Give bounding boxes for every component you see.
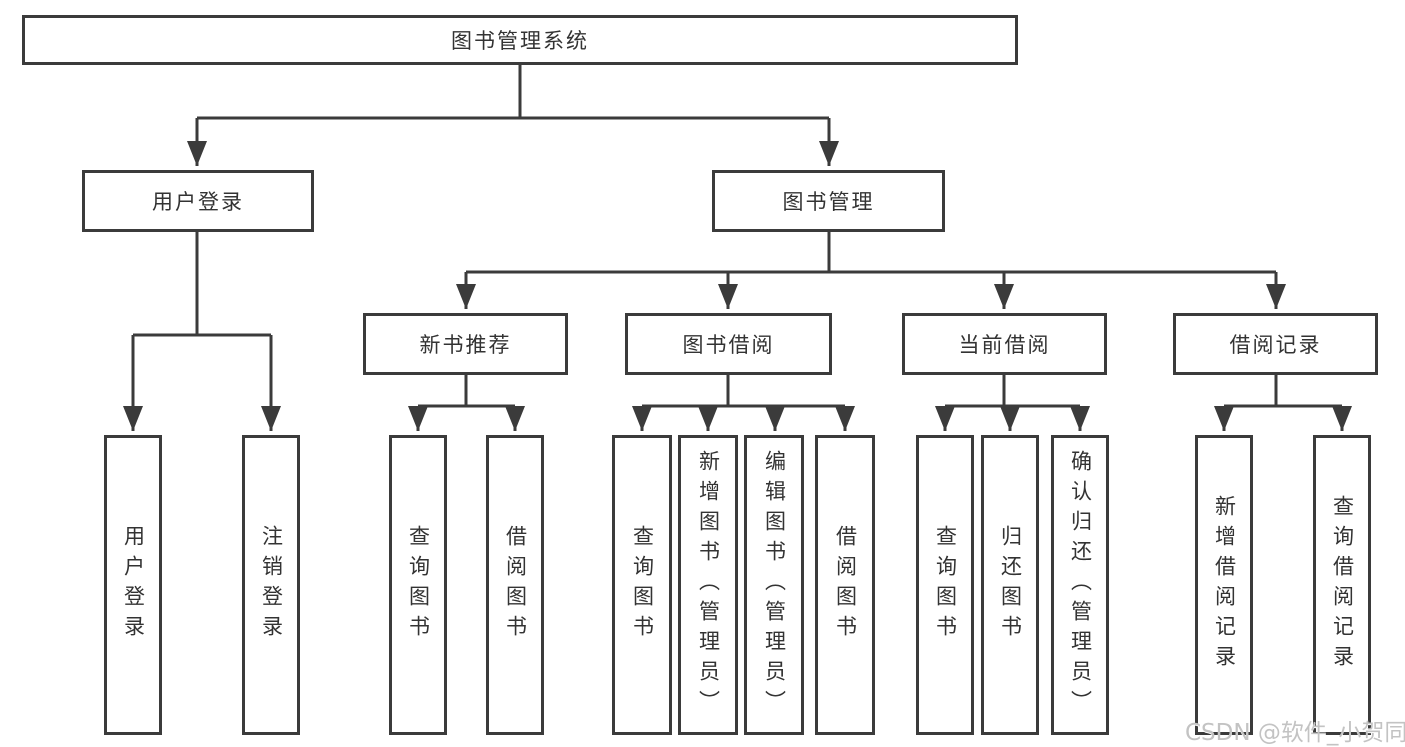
node-label: 图书借阅 (682, 333, 775, 357)
leaf-add-book-admin: 新增图书（管理员） (678, 435, 738, 735)
connector-user-login (133, 232, 271, 337)
connector-book-borrow (642, 375, 845, 408)
node-library-management-system: 图书管理系统 (22, 15, 1018, 65)
node-book-management: 图书管理 (712, 170, 945, 232)
leaf-logout: 注销登录 (242, 435, 300, 735)
leaf-add-borrow-record: 新增借阅记录 (1195, 435, 1253, 735)
leaf-return-book: 归还图书 (981, 435, 1039, 735)
node-borrow-records: 借阅记录 (1173, 313, 1378, 375)
node-label: 图书管理系统 (451, 29, 589, 53)
leaf-label: 归还图书 (998, 525, 1023, 645)
leaf-label: 注销登录 (259, 525, 284, 645)
node-current-borrow: 当前借阅 (902, 313, 1107, 375)
leaf-label: 借阅图书 (503, 525, 528, 645)
leaf-label: 查询图书 (630, 525, 655, 645)
node-book-borrow: 图书借阅 (625, 313, 832, 375)
leaf-query-books-recommend: 查询图书 (389, 435, 447, 735)
node-new-book-recommend: 新书推荐 (363, 313, 568, 375)
connector-root (197, 65, 829, 120)
leaf-label: 用户登录 (121, 525, 146, 645)
leaf-edit-book-admin: 编辑图书（管理员） (744, 435, 804, 735)
leaf-confirm-return-admin: 确认归还（管理员） (1051, 435, 1109, 735)
csdn-watermark: CSDN @软件_小贺同学 (1185, 720, 1405, 746)
connector-book-management (466, 232, 1276, 274)
leaf-label: 查询图书 (933, 525, 958, 645)
node-user-login: 用户登录 (82, 170, 314, 232)
leaf-label: 查询借阅记录 (1330, 495, 1355, 675)
node-label: 借阅记录 (1229, 333, 1322, 357)
leaf-query-books-borrow: 查询图书 (612, 435, 672, 735)
leaf-query-books-current: 查询图书 (916, 435, 974, 735)
leaf-label: 确认归还（管理员） (1068, 450, 1093, 720)
leaf-borrow-books-recommend: 借阅图书 (486, 435, 544, 735)
leaf-label: 借阅图书 (833, 525, 858, 645)
leaf-label: 新增图书（管理员） (696, 450, 721, 720)
node-label: 图书管理 (782, 190, 875, 214)
leaf-label: 新增借阅记录 (1212, 495, 1237, 675)
connector-current-borrow (945, 375, 1080, 408)
leaf-label: 查询图书 (406, 525, 431, 645)
leaf-label: 编辑图书（管理员） (762, 450, 787, 720)
connector-new-book-recommend (418, 375, 515, 408)
node-label: 新书推荐 (419, 333, 512, 357)
leaf-borrow-books: 借阅图书 (815, 435, 875, 735)
node-label: 用户登录 (152, 190, 244, 214)
leaf-query-borrow-record: 查询借阅记录 (1313, 435, 1371, 735)
connector-borrow-records (1224, 375, 1342, 408)
leaf-user-login: 用户登录 (104, 435, 162, 735)
node-label: 当前借阅 (958, 333, 1051, 357)
